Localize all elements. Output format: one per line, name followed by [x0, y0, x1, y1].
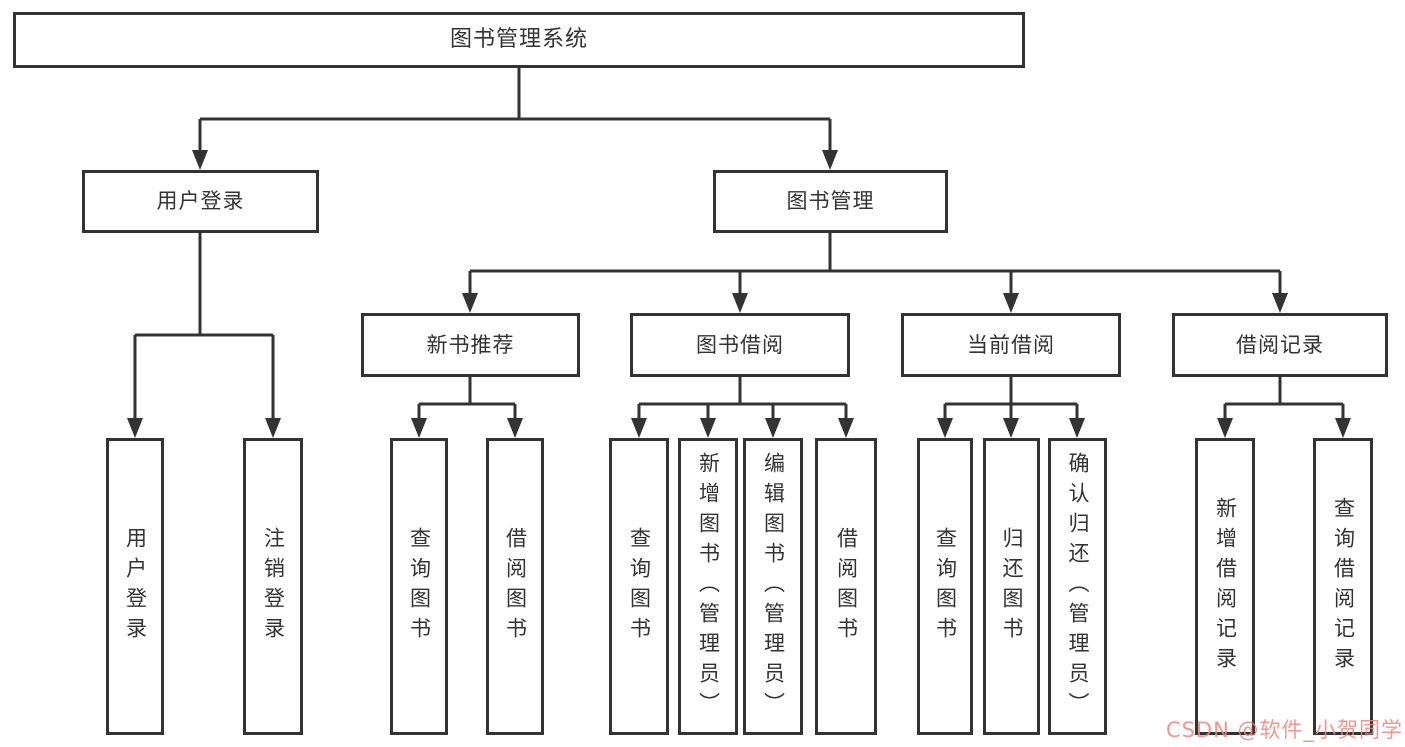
node-label: 查询图书 [407, 526, 432, 647]
node-label: 用户登录 [123, 526, 148, 647]
edge-book-management-to-level3 [468, 233, 1282, 294]
node-leaf-confirm-return-admin: 确认归还（管理员） [1048, 438, 1107, 735]
edge-borrow-records-to-leaves [1223, 377, 1345, 419]
node-leaf-borrow-books: 借阅图书 [815, 438, 877, 735]
node-leaf-edit-books-admin: 编辑图书（管理员） [743, 438, 803, 735]
node-leaf-query-borrow-record: 查询借阅记录 [1313, 438, 1373, 735]
arrowhead-current-borrow-leaves [937, 418, 1085, 438]
arrowhead-level3 [462, 293, 1288, 313]
edge-root-to-level2 [198, 68, 832, 152]
node-label: 查询借阅记录 [1331, 496, 1356, 677]
node-leaf-query-books-current: 查询图书 [917, 438, 973, 735]
node-label: 新书推荐 [426, 332, 515, 357]
node-label: 图书借阅 [696, 332, 784, 357]
arrowhead-borrow-records-leaves [1217, 418, 1351, 438]
node-label: 借阅图书 [834, 526, 859, 647]
node-leaf-user-login: 用户登录 [106, 438, 164, 735]
node-borrow-records: 借阅记录 [1172, 313, 1388, 377]
node-label: 编辑图书（管理员） [761, 451, 786, 722]
node-label: 新增图书（管理员） [696, 451, 721, 722]
node-label: 查询图书 [933, 526, 958, 647]
arrowhead-user-login-leaves [127, 418, 281, 438]
node-current-borrow: 当前借阅 [901, 313, 1121, 377]
node-leaf-query-books-recommend: 查询图书 [390, 438, 448, 735]
edge-user-login-to-leaves [133, 233, 275, 419]
node-label: 用户登录 [156, 189, 245, 213]
node-label: 当前借阅 [967, 332, 1055, 357]
node-new-book-recommend: 新书推荐 [361, 313, 580, 377]
edge-current-borrow-to-leaves [943, 377, 1079, 419]
node-label: 图书管理系统 [449, 27, 588, 52]
node-label: 图书管理 [786, 189, 875, 213]
node-label: 注销登录 [261, 526, 286, 647]
node-leaf-return-books: 归还图书 [983, 438, 1040, 735]
node-label: 查询图书 [627, 526, 652, 647]
node-leaf-query-books-borrow: 查询图书 [609, 438, 669, 735]
node-leaf-add-borrow-record: 新增借阅记录 [1195, 438, 1255, 735]
node-label: 新增借阅记录 [1213, 496, 1238, 677]
node-leaf-logout: 注销登录 [243, 438, 303, 735]
edge-new-book-recommend-to-leaves [417, 377, 517, 419]
watermark: CSDN @软件_小贺同学 [1165, 718, 1403, 742]
node-label: 确认归还（管理员） [1066, 451, 1090, 722]
arrowhead-book-borrow-leaves [631, 418, 854, 438]
arrowhead-level2 [192, 150, 838, 170]
node-book-borrow: 图书借阅 [630, 313, 850, 377]
edge-book-borrow-to-leaves [637, 377, 848, 419]
node-library-system: 图书管理系统 [13, 12, 1025, 68]
arrowhead-new-book-leaves [411, 418, 523, 438]
node-book-management: 图书管理 [713, 170, 948, 233]
node-label: 借阅图书 [503, 526, 528, 647]
node-label: 借阅记录 [1236, 332, 1324, 357]
node-label: 归还图书 [1000, 526, 1024, 647]
node-user-login: 用户登录 [82, 170, 319, 233]
node-leaf-borrow-books-recommend: 借阅图书 [486, 438, 544, 735]
node-leaf-add-books-admin: 新增图书（管理员） [678, 438, 738, 735]
